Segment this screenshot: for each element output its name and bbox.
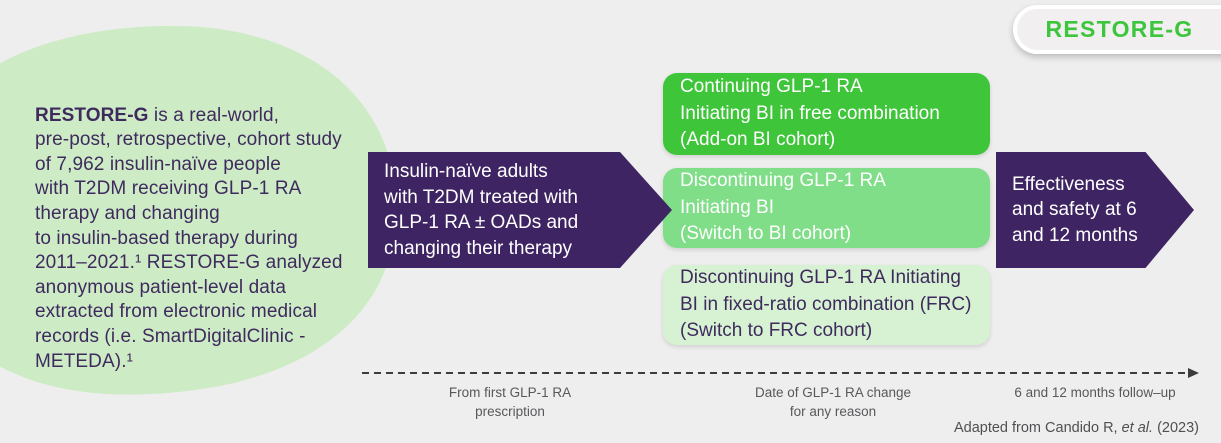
cohort-box-switch-bi: Discontinuing GLP-1 RA Initiating BI (Sw…	[663, 168, 990, 248]
restore-g-badge-label: RESTORE-G	[1045, 16, 1194, 42]
timeline-arrowhead-icon	[1188, 368, 1199, 378]
citation-suffix: (2023)	[1153, 420, 1199, 436]
timeline-label-first-prescription: From first GLP-1 RA prescription	[448, 385, 572, 419]
cohort-switch-bi-label: Discontinuing GLP-1 RA Initiating BI (Sw…	[680, 170, 886, 245]
cohort-switch-frc-label: Discontinuing GLP-1 RA Initiating BI in …	[680, 267, 972, 342]
timeline-dashed-line	[362, 372, 1190, 374]
study-name-bold: RESTORE-G	[35, 104, 149, 126]
population-arrow: Insulin-naïve adults with T2DM treated w…	[368, 152, 672, 268]
timeline-label-change-date: Date of GLP-1 RA change for any reason	[754, 385, 912, 419]
cohort-box-addon-bi: Continuing GLP-1 RA Initiating BI in fre…	[663, 73, 990, 155]
outcome-arrow-label: Effectiveness and safety at 6 and 12 mon…	[1012, 173, 1138, 246]
outcome-arrow: Effectiveness and safety at 6 and 12 mon…	[996, 152, 1194, 268]
citation-etal: et al.	[1121, 420, 1154, 436]
study-description-text: is a real-world, pre-post, retrospective…	[35, 104, 343, 372]
study-description: RESTORE-G is a real-world, pre-post, ret…	[35, 79, 380, 374]
citation: Adapted from Candido R, et al. (2023)	[954, 420, 1199, 436]
green-blob-background	[0, 25, 397, 395]
cohort-box-switch-frc: Discontinuing GLP-1 RA Initiating BI in …	[663, 265, 990, 345]
timeline-label-followup: 6 and 12 months follow–up	[1014, 385, 1176, 400]
citation-prefix: Adapted from Candido R,	[953, 420, 1122, 436]
restore-g-badge: RESTORE-G	[1013, 5, 1221, 54]
cohort-addon-bi-label: Continuing GLP-1 RA Initiating BI in fre…	[680, 76, 940, 151]
population-arrow-label: Insulin-naïve adults with T2DM treated w…	[384, 161, 579, 259]
